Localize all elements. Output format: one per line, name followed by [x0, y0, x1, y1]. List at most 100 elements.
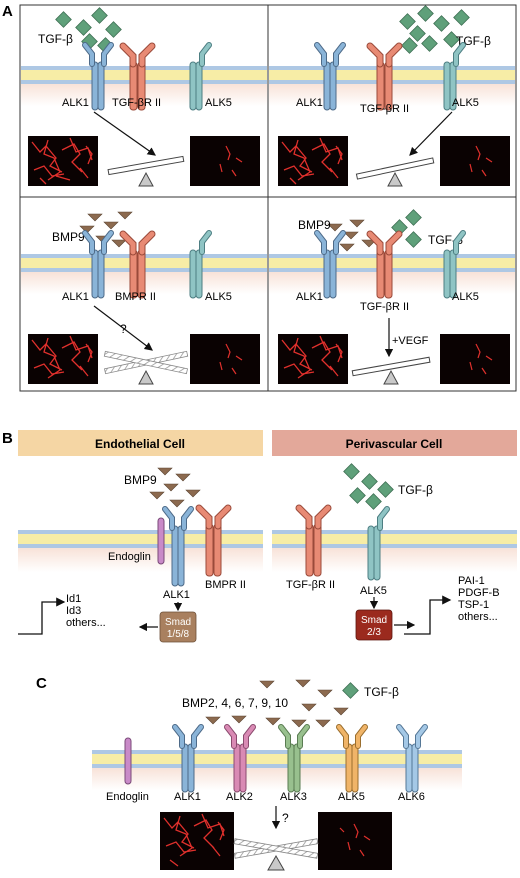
b-endoglin-label: Endoglin	[108, 551, 151, 563]
a-q3-vessel-network-left	[31, 335, 93, 379]
a-q4-vegf-label: +VEGF	[392, 335, 429, 347]
b-peri-target-4: others...	[458, 611, 498, 623]
a-q2-image-right	[440, 136, 510, 186]
a-q2-seesaw	[355, 157, 435, 187]
a-q2-type2-label: TGF-βR II	[360, 103, 409, 115]
a-q4-bmp-triangles	[327, 219, 377, 252]
c-tgf-label: TGF-β	[364, 685, 399, 699]
b-smad23-line2: 2/3	[367, 627, 381, 638]
a-q2-arrow	[409, 111, 453, 156]
a-q4-tgf-diamonds	[391, 209, 422, 248]
b-endo-bmpr2-label: BMPR II	[205, 579, 246, 591]
b-endoglin-receptor	[157, 517, 165, 565]
a-q4-receptor-type2	[366, 230, 403, 299]
c-endoglin-receptor	[124, 737, 132, 785]
c-vessel-sparse-right	[339, 823, 371, 857]
c-vessel-network-left	[163, 813, 225, 867]
a-q3-alk5-label: ALK5	[205, 291, 232, 303]
perivascular-header	[272, 430, 517, 456]
a-q4-image-right	[440, 334, 510, 384]
perivascular-title: Perivascular Cell	[346, 437, 443, 451]
b-endo-target-3: others...	[66, 617, 106, 629]
b-endo-target-2: Id3	[66, 605, 81, 617]
b-endo-bmp-triangles	[149, 467, 201, 508]
c-receptor-alk3	[278, 724, 310, 793]
endothelial-header	[18, 430, 263, 456]
a-q2-receptor-alk5	[443, 42, 466, 111]
a-q4-alk5-label: ALK5	[452, 291, 479, 303]
c-question: ?	[282, 811, 289, 825]
a-q2-alk1-label: ALK1	[296, 97, 323, 109]
b-endo-gene-promoter	[18, 597, 66, 635]
a-q3-vessel-sparse-right	[219, 343, 243, 375]
a-q4-type2-label: TGF-βR II	[360, 301, 409, 313]
a-q3-receptor-alk5	[189, 230, 212, 299]
a-q1-type2-label: TGF-βR II	[112, 97, 161, 109]
c-receptor-alk1	[172, 724, 204, 793]
b-smad158-box	[159, 611, 197, 643]
a-q4-bmp-label: BMP9	[298, 218, 331, 232]
c-bmp-label: BMP2, 4, 6, 7, 9, 10	[182, 696, 288, 710]
b-peri-tgf-diamonds	[343, 463, 394, 510]
a-q4-image-left	[278, 334, 348, 384]
c-bmp-triangles	[205, 679, 349, 728]
panel-b-letter: B	[2, 430, 13, 447]
b-peri-target-1: PAI-1	[458, 575, 485, 587]
b-endo-receptor-alk1	[162, 506, 194, 587]
c-image-right	[318, 812, 392, 870]
a-q1-alk5-label: ALK5	[205, 97, 232, 109]
b-endo-target-1: Id1	[66, 593, 81, 605]
b-peri-ligand-label: TGF-β	[398, 483, 433, 497]
c-receptor-alk6	[396, 724, 428, 793]
b-peri-type2-label: TGF-βR II	[286, 579, 335, 591]
a-q3-alk1-label: ALK1	[62, 291, 89, 303]
a-q2-vessel-sparse-right	[469, 145, 493, 177]
b-peri-receptor-alk5	[367, 506, 390, 581]
a-q3-arrow	[93, 305, 153, 351]
c-image-left	[160, 812, 234, 870]
a-q3-receptor-type2	[119, 230, 156, 299]
a-q2-receptor-type2	[366, 42, 403, 111]
a-q1-receptor-alk5	[189, 42, 212, 111]
a-q4-receptor-alk5	[443, 230, 466, 299]
a-q1-receptor-type2	[119, 42, 156, 111]
c-alk6-label: ALK6	[398, 791, 425, 803]
a-q3-receptor-alk1	[82, 230, 114, 299]
a-q3-type2-label: BMPR II	[115, 291, 156, 303]
b-smad23-line1: Smad	[361, 615, 387, 626]
c-receptor-alk2	[224, 724, 256, 793]
panel-a-letter: A	[2, 3, 13, 20]
a-q1-receptor-alk1	[82, 42, 114, 111]
a-q4-alk1-label: ALK1	[296, 291, 323, 303]
membranes-b	[18, 530, 517, 572]
a-q2-vessel-network-left	[281, 137, 343, 185]
a-q2-receptor-alk1	[314, 42, 346, 111]
b-peri-target-2: PDGF-B	[458, 587, 500, 599]
panel-c-letter: C	[36, 675, 47, 692]
endothelial-title: Endothelial Cell	[95, 437, 185, 451]
b-endo-ligand-label: BMP9	[124, 473, 157, 487]
a-q1-vessel-network-left	[31, 137, 93, 185]
a-q2-tgf-diamonds	[399, 5, 470, 54]
b-endo-receptor-bmpr2	[195, 504, 232, 577]
b-smad23-box	[355, 609, 393, 641]
b-endo-alk1-label: ALK1	[163, 589, 190, 601]
b-peri-target-3: TSP-1	[458, 599, 489, 611]
b-smad158-line2: 1/5/8	[167, 629, 190, 640]
a-q4-receptor-alk1	[314, 230, 346, 299]
c-endoglin-label: Endoglin	[106, 791, 149, 803]
a-q1-vessel-sparse-right	[219, 145, 243, 177]
c-alk5-label: ALK5	[338, 791, 365, 803]
a-q3-seesaw-uncertain	[103, 350, 189, 385]
c-tgf-diamond	[342, 682, 359, 699]
a-q1-ligand-label: TGF-β	[38, 32, 73, 46]
a-q3-ligand-label: BMP9	[52, 230, 85, 244]
a-q3-question: ?	[120, 322, 127, 336]
c-seesaw-uncertain	[233, 838, 319, 871]
b-smad158-line1: Smad	[165, 617, 191, 628]
a-q3-image-right	[190, 334, 260, 384]
c-alk2-label: ALK2	[226, 791, 253, 803]
a-q2-alk5-label: ALK5	[452, 97, 479, 109]
c-alk3-label: ALK3	[280, 791, 307, 803]
